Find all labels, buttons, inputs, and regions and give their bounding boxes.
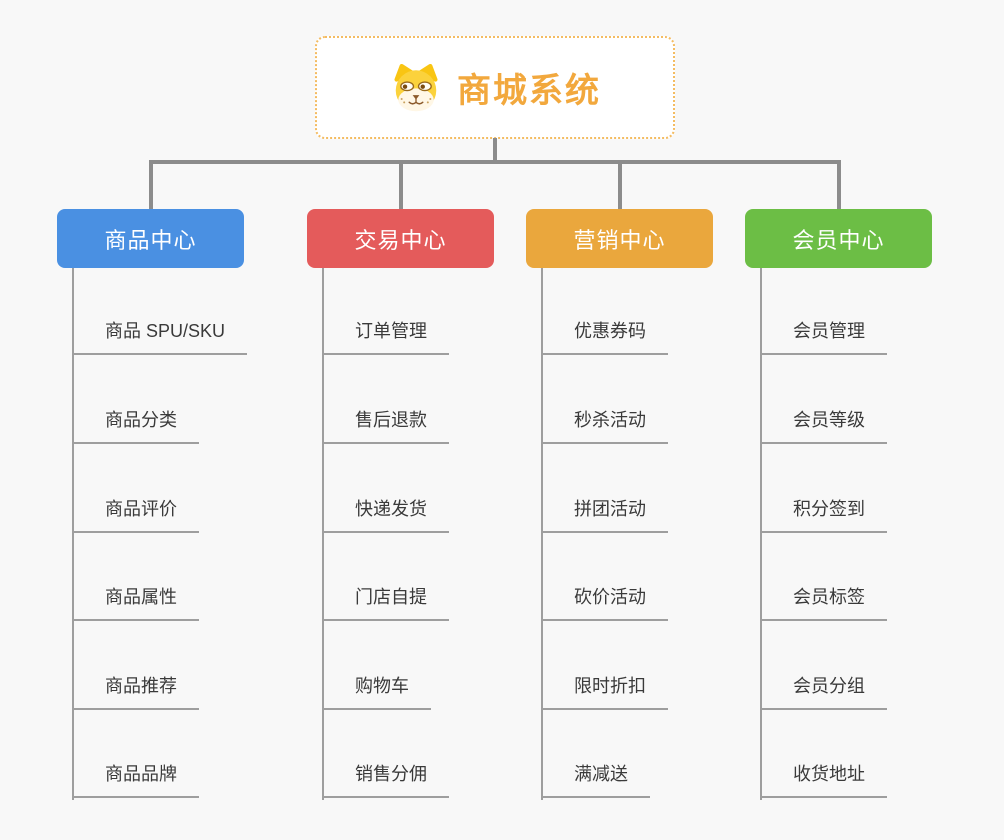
topic-item[interactable]: 售后退款 [322, 407, 449, 444]
topic-item[interactable]: 商品品牌 [72, 761, 199, 798]
branch-node-trade[interactable]: 交易中心 [307, 209, 494, 268]
topic-item[interactable]: 会员管理 [760, 318, 887, 355]
topic-item[interactable]: 秒杀活动 [541, 407, 668, 444]
branch-node-member[interactable]: 会员中心 [745, 209, 932, 268]
connector-drop-1 [149, 160, 153, 209]
topic-item[interactable]: 商品推荐 [72, 673, 199, 710]
topic-item[interactable]: 快递发货 [322, 496, 449, 533]
topic-item[interactable]: 商品评价 [72, 496, 199, 533]
topic-item[interactable]: 商品 SPU/SKU [72, 318, 248, 355]
connector-drop-2 [399, 160, 403, 209]
topic-item[interactable]: 积分签到 [760, 496, 887, 533]
connector-bus [149, 160, 841, 164]
topic-item[interactable]: 砍价活动 [541, 584, 668, 621]
topic-item[interactable]: 优惠券码 [541, 318, 668, 355]
branch-node-marketing[interactable]: 营销中心 [526, 209, 713, 268]
topic-item[interactable]: 会员等级 [760, 407, 887, 444]
connector-drop-3 [618, 160, 622, 209]
topic-item[interactable]: 销售分佣 [322, 761, 449, 798]
topic-item[interactable]: 限时折扣 [541, 673, 668, 710]
branch-spine-marketing [541, 268, 543, 800]
topic-item[interactable]: 收货地址 [760, 761, 887, 798]
topic-item[interactable]: 商品属性 [72, 584, 199, 621]
root-title: 商城系统 [457, 72, 601, 110]
topic-item[interactable]: 会员标签 [760, 584, 887, 621]
topic-item[interactable]: 订单管理 [322, 318, 449, 355]
dog-icon [389, 63, 443, 112]
branch-spine-product [72, 268, 74, 800]
topic-item[interactable]: 拼团活动 [541, 496, 668, 533]
root-node[interactable]: 商城系统 [315, 36, 675, 139]
topic-item[interactable]: 购物车 [322, 673, 431, 710]
topic-item[interactable]: 满减送 [541, 761, 650, 798]
branch-spine-trade [322, 268, 324, 800]
topic-item[interactable]: 商品分类 [72, 407, 199, 444]
branch-spine-member [760, 268, 762, 800]
branch-node-product[interactable]: 商品中心 [57, 209, 244, 268]
topic-item[interactable]: 门店自提 [322, 584, 449, 621]
connector-drop-4 [837, 160, 841, 209]
connector-root-stem [493, 138, 497, 164]
topic-item[interactable]: 会员分组 [760, 673, 887, 710]
